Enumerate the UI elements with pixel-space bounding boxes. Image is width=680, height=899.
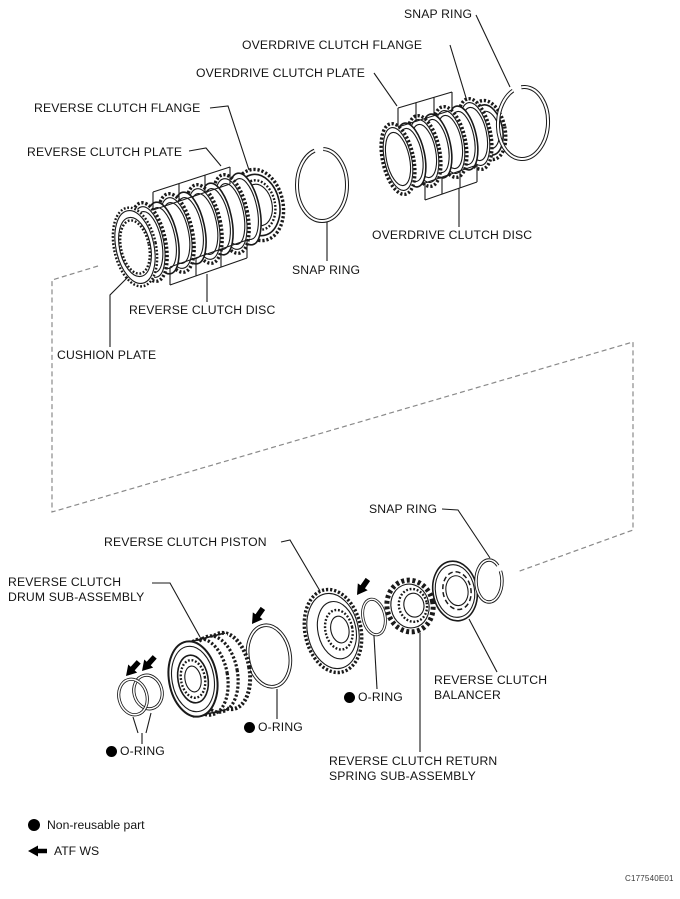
legend-text: ATF WS (54, 844, 100, 858)
label-line: REVERSE CLUTCH RETURN (329, 754, 498, 768)
non-reusable-dot-icon (28, 819, 40, 831)
reverse-clutch-piston-drawing (302, 587, 364, 675)
o-ring-right-drawing (361, 597, 387, 637)
label-oring-right: O-RING (344, 690, 403, 705)
reverse-clutch-drum-drawing (167, 630, 253, 718)
atf-ws-left-arrow-icon (28, 845, 47, 857)
label-snap-ring-bottom: SNAP RING (369, 502, 438, 516)
label-overdrive-clutch-disc: OVERDRIVE CLUTCH DISC (372, 228, 533, 242)
reverse-clutch-pack (103, 161, 293, 293)
legend-text: Non-reusable part (47, 818, 145, 832)
label-cushion-plate: CUSHION PLATE (57, 348, 157, 362)
return-spring-sub-assembly-drawing (384, 577, 436, 635)
atf-ws-arrow-icon (352, 575, 373, 599)
label-text: O-RING (258, 720, 303, 734)
figure-code: C177540E01 (625, 874, 674, 883)
label-line: SPRING SUB-ASSEMBLY (329, 769, 476, 783)
snap-ring-middle-drawing (295, 147, 349, 223)
snap-ring-top-drawing (495, 85, 551, 161)
label-reverse-clutch-drum: REVERSE CLUTCH DRUM SUB-ASSEMBLY (8, 575, 144, 605)
legend-non-reusable: Non-reusable part (28, 818, 145, 832)
leader-lines (109, 14, 511, 752)
label-line: DRUM SUB-ASSEMBLY (8, 590, 145, 604)
label-line: REVERSE CLUTCH (8, 575, 122, 589)
overdrive-clutch-pack (372, 92, 514, 201)
label-oring-left: O-RING (106, 744, 165, 759)
label-brackets (152, 91, 478, 286)
label-line: BALANCER (434, 688, 501, 702)
label-snap-ring-middle: SNAP RING (292, 263, 361, 277)
label-overdrive-clutch-plate: OVERDRIVE CLUTCH PLATE (196, 66, 365, 80)
label-snap-ring-top: SNAP RING (404, 7, 473, 21)
o-ring-center-drawing (245, 623, 293, 689)
non-reusable-dot-icon (344, 692, 355, 703)
label-text: O-RING (120, 744, 165, 758)
label-oring-center: O-RING (244, 720, 303, 735)
non-reusable-dot-icon (106, 746, 117, 757)
label-return-spring: REVERSE CLUTCH RETURN SPRING SUB-ASSEMBL… (329, 754, 497, 784)
label-reverse-clutch-disc: REVERSE CLUTCH DISC (129, 303, 276, 317)
label-reverse-clutch-plate: REVERSE CLUTCH PLATE (27, 145, 183, 159)
atf-ws-arrow-icon (137, 652, 160, 676)
snap-ring-bottom-drawing (474, 558, 504, 604)
non-reusable-dot-icon (244, 722, 255, 733)
label-reverse-clutch-flange: REVERSE CLUTCH FLANGE (34, 101, 201, 115)
label-reverse-clutch-balancer: REVERSE CLUTCH BALANCER (434, 673, 547, 703)
label-overdrive-clutch-flange: OVERDRIVE CLUTCH FLANGE (242, 38, 423, 52)
o-ring-left-pair-drawing (117, 673, 164, 717)
label-reverse-clutch-piston: REVERSE CLUTCH PISTON (104, 535, 267, 549)
label-text: O-RING (358, 690, 403, 704)
reverse-clutch-balancer-drawing (431, 560, 479, 622)
legend-atf-ws: ATF WS (28, 844, 99, 858)
label-line: REVERSE CLUTCH (434, 673, 548, 687)
separator-plane-dashed-lines (51, 265, 634, 573)
